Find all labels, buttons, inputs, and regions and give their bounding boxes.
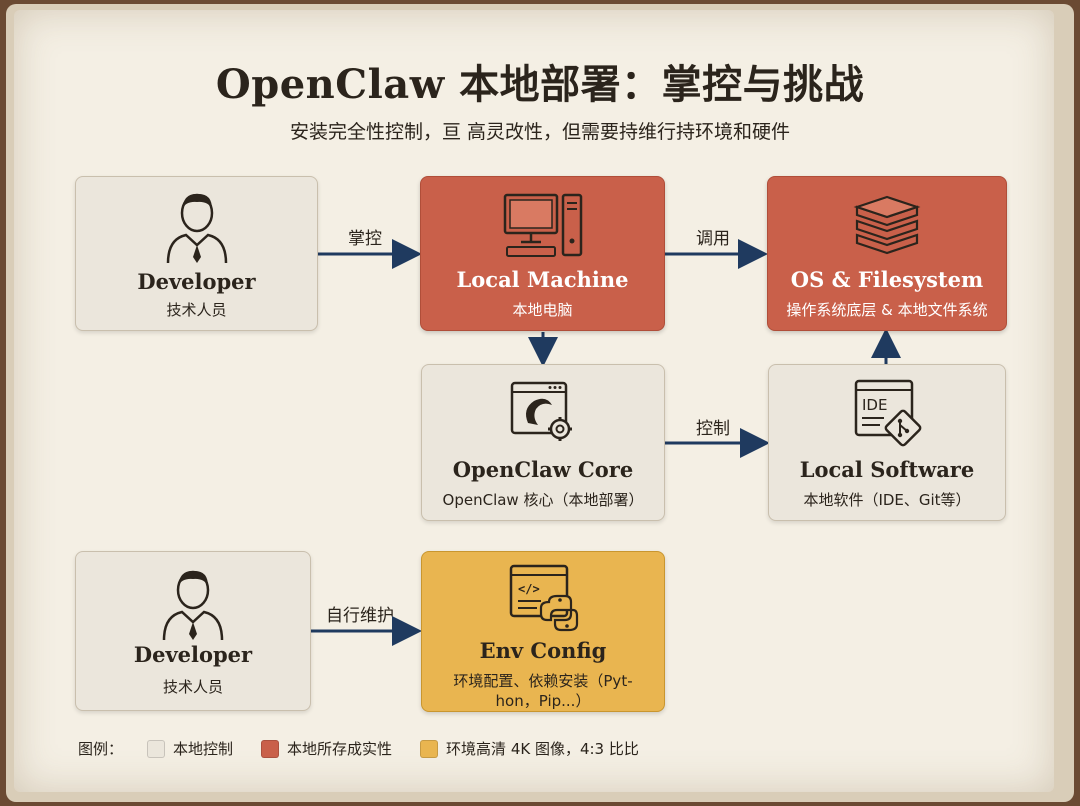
edge-label-control: 掌控 (348, 229, 382, 249)
edge-label-invoke: 调用 (696, 229, 730, 249)
node-local-machine: Local Machine 本地电脑 (420, 176, 665, 331)
legend: 图例： 本地控制 本地所存成实性 环境高清 4K 图像，4:3 比比 (78, 738, 667, 759)
node-os-filesystem: OS & Filesystem 操作系统底层 & 本地文件系统 (767, 176, 1007, 331)
node-developer-2: Developer 技术人员 (75, 551, 311, 711)
legend-swatch (147, 739, 166, 758)
legend-item-label: 本地所存成实性 (287, 740, 393, 758)
node-sub: OpenClaw 核心（本地部署） (442, 491, 644, 509)
node-sub: 技术人员 (162, 678, 223, 696)
node-developer-1: Developer 技术人员 (75, 176, 318, 331)
legend-label: 图例： (78, 740, 124, 758)
legend-item: 本地控制 (147, 738, 233, 759)
diagram-title: OpenClaw 本地部署：掌控与挑战 (215, 61, 865, 108)
node-openclaw-core: OpenClaw Core OpenClaw 核心（本地部署） (421, 364, 665, 521)
diagram-subtitle: 安装完全性控制，亘 高灵改性，但需要持维行持环境和硬件 (289, 121, 791, 143)
legend-item-label: 本地控制 (173, 740, 234, 758)
node-sub-line-1: 环境配置、依赖安装（Pyt- (453, 672, 633, 690)
node-sub: 本地软件（IDE、Git等） (803, 491, 971, 509)
legend-item-label: 环境高清 4K 图像，4:3 比比 (446, 740, 639, 758)
node-name: Developer (137, 269, 256, 294)
node-name: Env Config (479, 638, 607, 663)
node-sub: 本地电脑 (512, 301, 573, 319)
node-sub: 技术人员 (166, 301, 227, 319)
computer-icon (503, 193, 582, 257)
developer-icon (162, 570, 224, 640)
node-name: OpenClaw Core (452, 457, 634, 482)
node-env-config: </> Env Config 环境配置、依赖安装（Pyt- hon，Pip...… (421, 551, 665, 712)
svg-text:</>: </> (518, 582, 540, 596)
node-name: Local Machine (456, 267, 629, 292)
legend-item: 环境高清 4K 图像，4:3 比比 (420, 738, 639, 759)
node-name: Developer (133, 642, 253, 667)
node-sub-line-2: hon，Pip...） (495, 692, 591, 710)
code-python-icon: </> (509, 564, 579, 632)
ide-icon: IDE (854, 379, 922, 447)
edge-label-ctrl: 控制 (696, 419, 730, 439)
node-sub: 操作系统底层 & 本地文件系统 (786, 301, 988, 319)
developer-icon (166, 193, 227, 263)
node-name: Local Software (799, 457, 975, 482)
layers-icon (853, 195, 921, 255)
legend-swatch (261, 739, 280, 758)
node-name: OS & Filesystem (790, 267, 984, 292)
ide-icon-text: IDE (862, 396, 887, 414)
app-gear-icon (510, 381, 572, 441)
node-local-software: IDE Local Software 本地软件（IDE、Git等） (768, 364, 1006, 521)
legend-swatch (420, 739, 439, 758)
edge-label-maintain: 自行维护 (326, 606, 394, 626)
legend-item: 本地所存成实性 (261, 738, 392, 759)
